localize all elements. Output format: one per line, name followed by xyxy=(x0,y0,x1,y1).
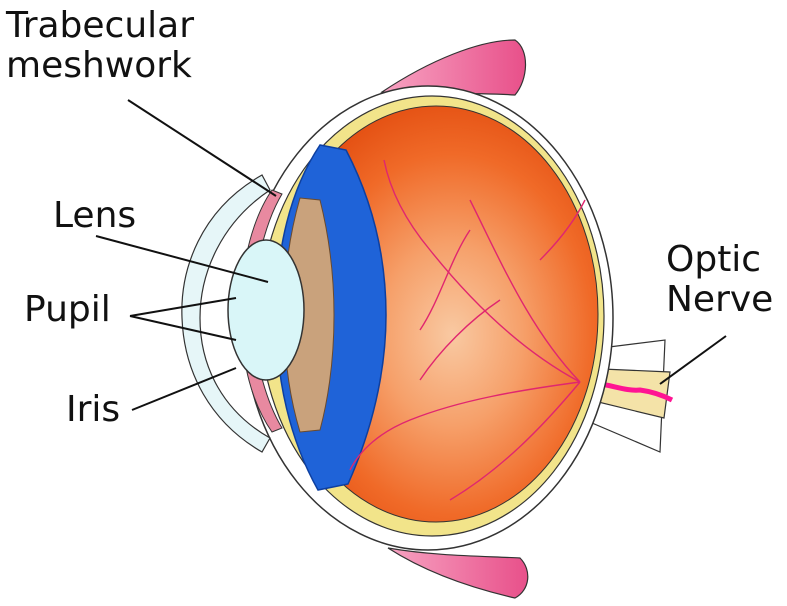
pupil-leader-lower xyxy=(130,316,236,340)
trabecular-meshwork-label: Trabecular meshwork xyxy=(6,6,194,87)
iris-label: Iris xyxy=(66,390,120,430)
lens-leader xyxy=(96,236,268,282)
pupil-label: Pupil xyxy=(24,290,111,330)
lens-label: Lens xyxy=(53,196,136,236)
iris-leader xyxy=(132,368,236,410)
optic-nerve-label: Optic Nerve xyxy=(666,240,773,321)
trabecular-leader xyxy=(128,100,276,196)
pupil-leader-upper xyxy=(130,298,236,316)
optic-leader xyxy=(660,336,726,384)
